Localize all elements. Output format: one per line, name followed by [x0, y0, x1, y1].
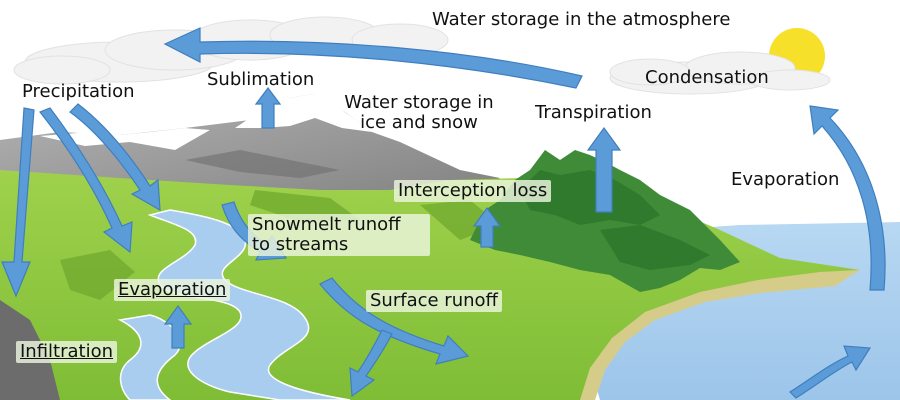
label-water-storage-atmosphere: Water storage in the atmosphere [432, 9, 731, 30]
arrow-interception-up [472, 206, 502, 248]
label-water-storage-ice-snow-line2: ice and snow [360, 112, 478, 133]
arrow-evaporation-land-up [163, 304, 193, 349]
arrow-atmosphere-transport [163, 27, 583, 89]
label-condensation: Condensation [645, 67, 769, 88]
label-snowmelt-runoff-line2: to streams [252, 234, 349, 255]
cloud-right [609, 51, 831, 95]
label-surface-runoff: Surface runoff [366, 290, 502, 312]
label-evaporation-ocean: Evaporation [731, 169, 840, 190]
arrow-precipitation-right [69, 103, 161, 212]
arrow-evaporation-ocean [809, 105, 886, 291]
label-snowmelt-runoff-line1: Snowmelt runoff [252, 214, 401, 235]
label-water-storage-ice-snow-line1: Water storage in [344, 92, 494, 113]
arrow-precipitation-down [39, 107, 133, 254]
label-sublimation: Sublimation [207, 69, 315, 90]
label-interception-loss: Interception loss [394, 180, 552, 202]
label-precipitation: Precipitation [22, 81, 135, 102]
label-water-storage-ice-snow: Water storage in ice and snow [330, 93, 508, 133]
arrow-transpiration-up [586, 126, 622, 213]
arrow-surface-runoff [319, 277, 470, 365]
arrow-precipitation-down-left [1, 107, 35, 298]
arrow-sublimation-up [254, 87, 282, 129]
arrow-surface-runoff-branch [349, 329, 393, 398]
label-transpiration: Transpiration [535, 102, 652, 123]
label-snowmelt-runoff: Snowmelt runoff to streams [248, 214, 430, 256]
label-evaporation-land: Evaporation [114, 279, 231, 301]
label-infiltration: Infiltration [16, 341, 118, 363]
arrow-ocean-evaporation-low [789, 345, 872, 399]
